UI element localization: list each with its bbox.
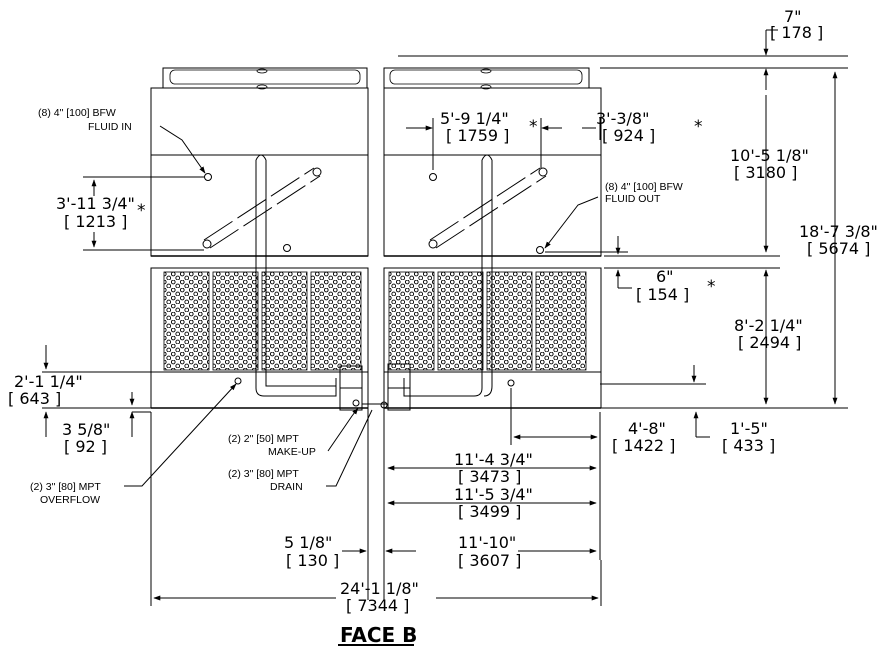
note-fluid-in-size: (8) 4" [100] BFW <box>38 107 116 119</box>
note-overflow-label: OVERFLOW <box>40 494 100 506</box>
right-fan-hub <box>480 68 492 74</box>
drawing-title: FACE B <box>340 623 417 647</box>
dim-small-offset-metric: [ 154 ] <box>636 285 689 304</box>
right-overflow-connection <box>507 379 515 387</box>
dim-fan-width: 5'-9 1/4" <box>440 109 509 128</box>
dim-top-offset: 7" <box>784 7 802 26</box>
dim-fluid-in-drop-metric: [ 1213 ] <box>64 212 127 231</box>
asterisk-fluid-in: * <box>137 201 146 221</box>
right-riser-pipe <box>403 160 483 397</box>
left-louver-4 <box>310 271 362 371</box>
dim-drain-height: 3 5/8" <box>62 420 110 439</box>
note-makeup-size: (2) 2" [50] MPT <box>228 433 299 445</box>
dim-gap: 5 1/8" <box>284 533 332 552</box>
dim-base-height-metric: [ 433 ] <box>722 436 775 455</box>
dim-overall-height-metric: [ 5674 ] <box>807 239 870 258</box>
asterisk-fan-width: * <box>529 117 538 137</box>
note-makeup-label: MAKE-UP <box>268 446 316 458</box>
left-louver-3 <box>261 271 308 371</box>
dim-gap-metric: [ 130 ] <box>286 551 339 570</box>
dimension-labels: 7" [ 178 ] 5'-9 1/4" [ 1759 ] * 3'-3/8" … <box>8 7 878 615</box>
dim-width-c-metric: [ 3607 ] <box>458 551 521 570</box>
left-fan-hub <box>256 68 268 74</box>
dim-overflow-height: 2'-1 1/4" <box>14 372 83 391</box>
asterisk-small-offset: * <box>707 277 716 297</box>
right-louver-2 <box>437 271 484 371</box>
dim-overall-width: 24'-1 1/8" <box>340 579 419 598</box>
right-louver-4 <box>535 271 587 371</box>
dim-drain-height-metric: [ 92 ] <box>64 437 107 456</box>
left-fluid-out-connection <box>283 244 291 252</box>
dim-width-a: 11'-4 3/4" <box>454 450 533 469</box>
dim-width-a-metric: [ 3473 ] <box>458 467 521 486</box>
right-fan-guard <box>389 69 583 85</box>
left-riser-pipe <box>255 160 337 397</box>
left-cell <box>150 67 369 411</box>
dim-overall-width-metric: [ 7344 ] <box>346 596 409 615</box>
dimension-lines <box>42 29 848 606</box>
left-fan-guard <box>169 69 361 85</box>
asterisk-fluid-out: * <box>694 117 703 137</box>
left-drain-connection <box>352 399 360 407</box>
right-fluid-out-connection <box>536 246 544 254</box>
dim-connection-offset-metric: [ 1422 ] <box>612 436 675 455</box>
right-fluid-in-connection <box>429 173 437 181</box>
dim-upper-height-metric: [ 3180 ] <box>734 163 797 182</box>
dim-fluid-in-drop: 3'-11 3/4" <box>56 194 135 213</box>
note-drain-label: DRAIN <box>270 481 303 493</box>
dim-overflow-height-metric: [ 643 ] <box>8 389 61 408</box>
note-drain-size: (2) 3" [80] MPT <box>228 468 299 480</box>
note-fluid-out-label: FLUID OUT <box>605 193 661 205</box>
dim-overall-height: 18'-7 3/8" <box>799 222 878 241</box>
left-louver-1 <box>163 271 210 371</box>
note-overflow-size: (2) 3" [80] MPT <box>30 481 101 493</box>
note-fluid-in-label: FLUID IN <box>88 121 132 133</box>
dim-width-b-metric: [ 3499 ] <box>458 502 521 521</box>
left-fluid-in-connection <box>204 173 212 181</box>
left-louver-2 <box>212 271 259 371</box>
dim-lower-height-metric: [ 2494 ] <box>738 333 801 352</box>
dim-width-c: 11'-10" <box>458 533 516 552</box>
dim-connection-offset: 4'-8" <box>628 419 666 438</box>
connection-notes: (8) 4" [100] BFW FLUID IN (8) 4" [100] B… <box>30 107 683 506</box>
left-upper-casing <box>150 87 369 257</box>
right-louver-1 <box>388 271 435 371</box>
note-fluid-out-size: (8) 4" [100] BFW <box>605 181 683 193</box>
right-cell <box>380 67 602 411</box>
dim-lower-height: 8'-2 1/4" <box>734 316 803 335</box>
dim-width-b: 11'-5 3/4" <box>454 485 533 504</box>
dim-base-height: 1'-5" <box>730 419 768 438</box>
right-louver-3 <box>486 271 533 371</box>
dim-fluid-out-offset-metric: [ 924 ] <box>602 126 655 145</box>
left-overflow-connection <box>234 377 242 385</box>
dim-small-offset: 6" <box>656 267 674 286</box>
dim-upper-height: 10'-5 1/8" <box>730 146 809 165</box>
dim-fluid-out-offset: 3'-3/8" <box>596 109 649 128</box>
dim-top-offset-metric: [ 178 ] <box>770 23 823 42</box>
dim-fan-width-metric: [ 1759 ] <box>446 126 509 145</box>
